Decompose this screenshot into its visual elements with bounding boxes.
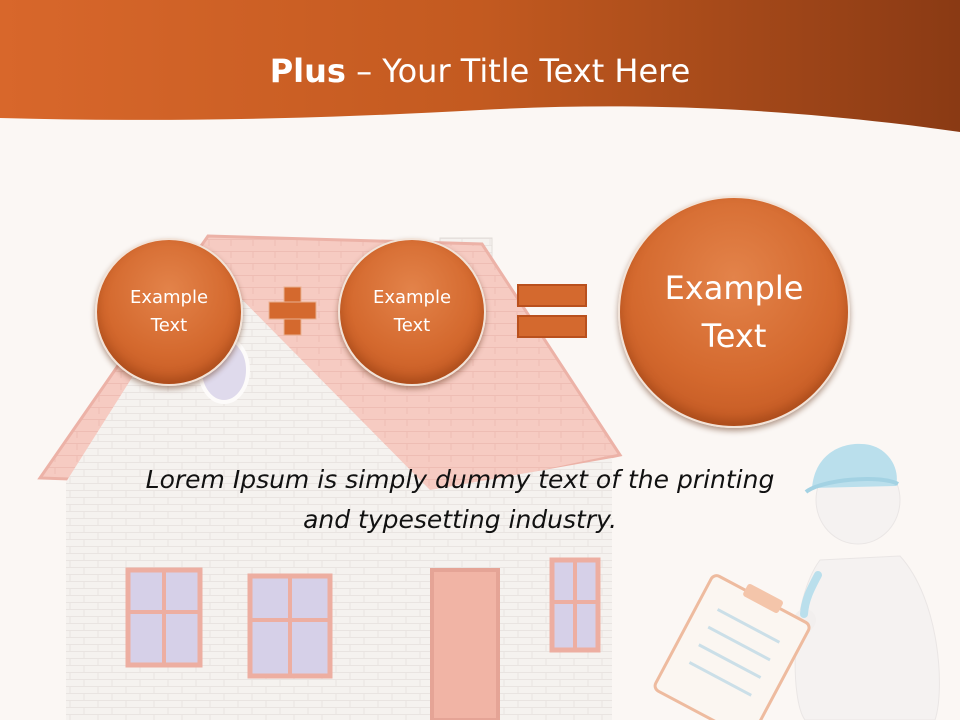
- equals-icon: [517, 284, 587, 338]
- result-line2: Text: [701, 317, 767, 355]
- result-line1: Example: [664, 269, 804, 307]
- term1-line2: Text: [150, 315, 188, 336]
- title-rest: – Your Title Text Here: [345, 52, 691, 90]
- body-text: Lorem Ipsum is simply dummy text of the …: [100, 460, 820, 540]
- plus-icon: [268, 286, 317, 336]
- header-band: [0, 0, 960, 132]
- worker-figure-image: [653, 443, 940, 720]
- body-line-1: Lorem Ipsum is simply dummy text of the …: [145, 465, 775, 494]
- term1-line1: Example: [129, 287, 209, 308]
- term-circle-1: Example Text: [95, 238, 243, 386]
- term2-line2: Text: [393, 315, 431, 336]
- body-line-2: and typesetting industry.: [303, 505, 617, 534]
- term-circle-2: Example Text: [338, 238, 486, 386]
- slide-title: Plus – Your Title Text Here: [0, 52, 960, 90]
- result-circle: Example Text: [618, 196, 850, 428]
- term2-line1: Example: [372, 287, 452, 308]
- title-bold: Plus: [269, 52, 346, 90]
